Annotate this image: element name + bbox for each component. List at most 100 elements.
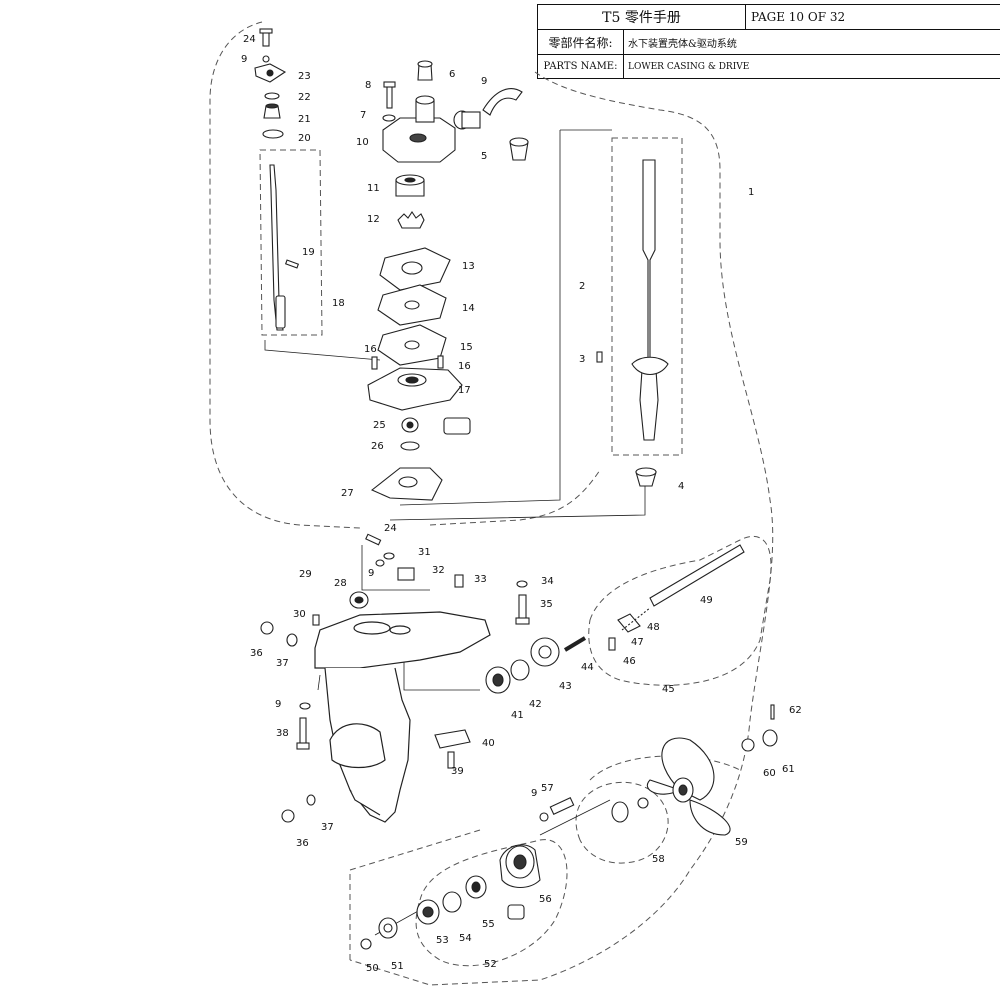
bearing-housing-parts xyxy=(360,796,575,950)
en-parts-name-label: PARTS NAME: xyxy=(543,61,618,72)
callout-9: 9 xyxy=(241,54,247,65)
callout-31: 31 xyxy=(418,547,431,558)
callout-7: 7 xyxy=(360,110,366,121)
plate-40 xyxy=(434,729,471,749)
callout-30: 30 xyxy=(293,609,306,620)
en-parts-name-value: LOWER CASING & DRIVE xyxy=(628,61,750,72)
callout-51: 51 xyxy=(391,961,404,972)
callout-41: 41 xyxy=(511,710,524,721)
callout-24: 24 xyxy=(384,523,397,534)
seal-55b xyxy=(507,904,525,920)
callout-16: 16 xyxy=(364,344,377,355)
callout-22: 22 xyxy=(298,92,311,103)
leader-lines xyxy=(264,129,646,936)
shim-42 xyxy=(510,659,530,681)
callout-25: 25 xyxy=(373,420,386,431)
plug-36-upper xyxy=(260,621,274,635)
callout-23: 23 xyxy=(298,71,311,82)
callout-44: 44 xyxy=(581,662,594,673)
callout-36: 36 xyxy=(296,838,309,849)
callout-3: 3 xyxy=(579,354,585,365)
title-block: T5 零件手册 PAGE 10 OF 32 零部件名称: 水下装置壳体&驱动系统… xyxy=(537,4,1000,79)
thrust-washer-58 xyxy=(611,801,629,823)
gasket-37-lower xyxy=(306,794,316,806)
callout-48: 48 xyxy=(647,622,660,633)
callout-15: 15 xyxy=(460,342,473,353)
water-tube-6 xyxy=(482,88,523,116)
shift-rod-components xyxy=(254,28,287,139)
propeller-shaft-49 xyxy=(649,544,745,607)
callout-26: 26 xyxy=(371,441,384,452)
callout-24: 24 xyxy=(243,34,256,45)
callout-9: 9 xyxy=(481,76,487,87)
bolt-24-lower xyxy=(365,533,382,546)
lower-casing-29 xyxy=(314,611,491,823)
o-ring-54 xyxy=(442,891,462,913)
bolt-head-24 xyxy=(259,28,273,34)
callout-5: 5 xyxy=(481,151,487,162)
callout-labels: 2492322212019188769105111213141516161725… xyxy=(241,34,802,974)
callout-57: 57 xyxy=(541,783,554,794)
washer-9-cap xyxy=(539,812,549,822)
pin-30 xyxy=(312,614,320,626)
callout-43: 43 xyxy=(559,681,572,692)
shim-50 xyxy=(360,938,372,950)
o-ring-20 xyxy=(262,129,284,139)
callout-46: 46 xyxy=(623,656,636,667)
washer-34 xyxy=(516,580,528,588)
callout-20: 20 xyxy=(298,133,311,144)
casing-fasteners xyxy=(260,533,530,823)
drive-shaft-2 xyxy=(596,159,669,487)
dowel-16-left xyxy=(371,356,378,370)
nut-61 xyxy=(762,729,778,747)
callout-13: 13 xyxy=(462,261,475,272)
callout-6: 6 xyxy=(449,69,455,80)
callout-59: 59 xyxy=(735,837,748,848)
washer-9 xyxy=(382,114,396,122)
callout-36: 36 xyxy=(250,648,263,659)
callout-17: 17 xyxy=(458,385,471,396)
pin-46 xyxy=(608,637,616,651)
callout-37: 37 xyxy=(276,658,289,669)
callout-32: 32 xyxy=(432,565,445,576)
propeller-59 xyxy=(611,704,778,836)
bolt-24 xyxy=(262,31,270,47)
callout-58: 58 xyxy=(652,854,665,865)
callout-56: 56 xyxy=(539,894,552,905)
callout-61: 61 xyxy=(782,764,795,775)
washer-9-upper xyxy=(375,559,385,567)
washer-60 xyxy=(741,738,755,752)
callout-55: 55 xyxy=(482,919,495,930)
bolt-35 xyxy=(518,594,527,622)
callout-19: 19 xyxy=(302,247,315,258)
gasket-37-upper xyxy=(286,633,298,647)
impeller-12 xyxy=(397,211,425,229)
propeller-shaft-assembly xyxy=(485,544,745,694)
water-pump-components xyxy=(367,60,529,501)
callout-29: 29 xyxy=(299,569,312,580)
callout-54: 54 xyxy=(459,933,472,944)
bolt-38 xyxy=(299,717,307,747)
callout-49: 49 xyxy=(700,595,713,606)
callout-11: 11 xyxy=(367,183,380,194)
callout-47: 47 xyxy=(631,637,644,648)
callout-40: 40 xyxy=(482,738,495,749)
manual-title: T5 零件手册 xyxy=(602,10,681,26)
callout-1: 1 xyxy=(748,187,754,198)
callout-39: 39 xyxy=(451,766,464,777)
callout-9: 9 xyxy=(531,788,537,799)
washer-31 xyxy=(383,552,395,560)
shift-rod-18 xyxy=(269,164,300,331)
key-3 xyxy=(596,351,603,363)
callout-50: 50 xyxy=(366,963,379,974)
callout-12: 12 xyxy=(367,214,380,225)
callout-53: 53 xyxy=(436,935,449,946)
callout-8: 8 xyxy=(365,80,371,91)
dowel-16-right xyxy=(437,355,444,369)
callout-52: 52 xyxy=(484,959,497,970)
callout-16: 16 xyxy=(458,361,471,372)
clutch-47 xyxy=(617,613,641,633)
o-ring-26 xyxy=(400,441,420,451)
callout-21: 21 xyxy=(298,114,311,125)
